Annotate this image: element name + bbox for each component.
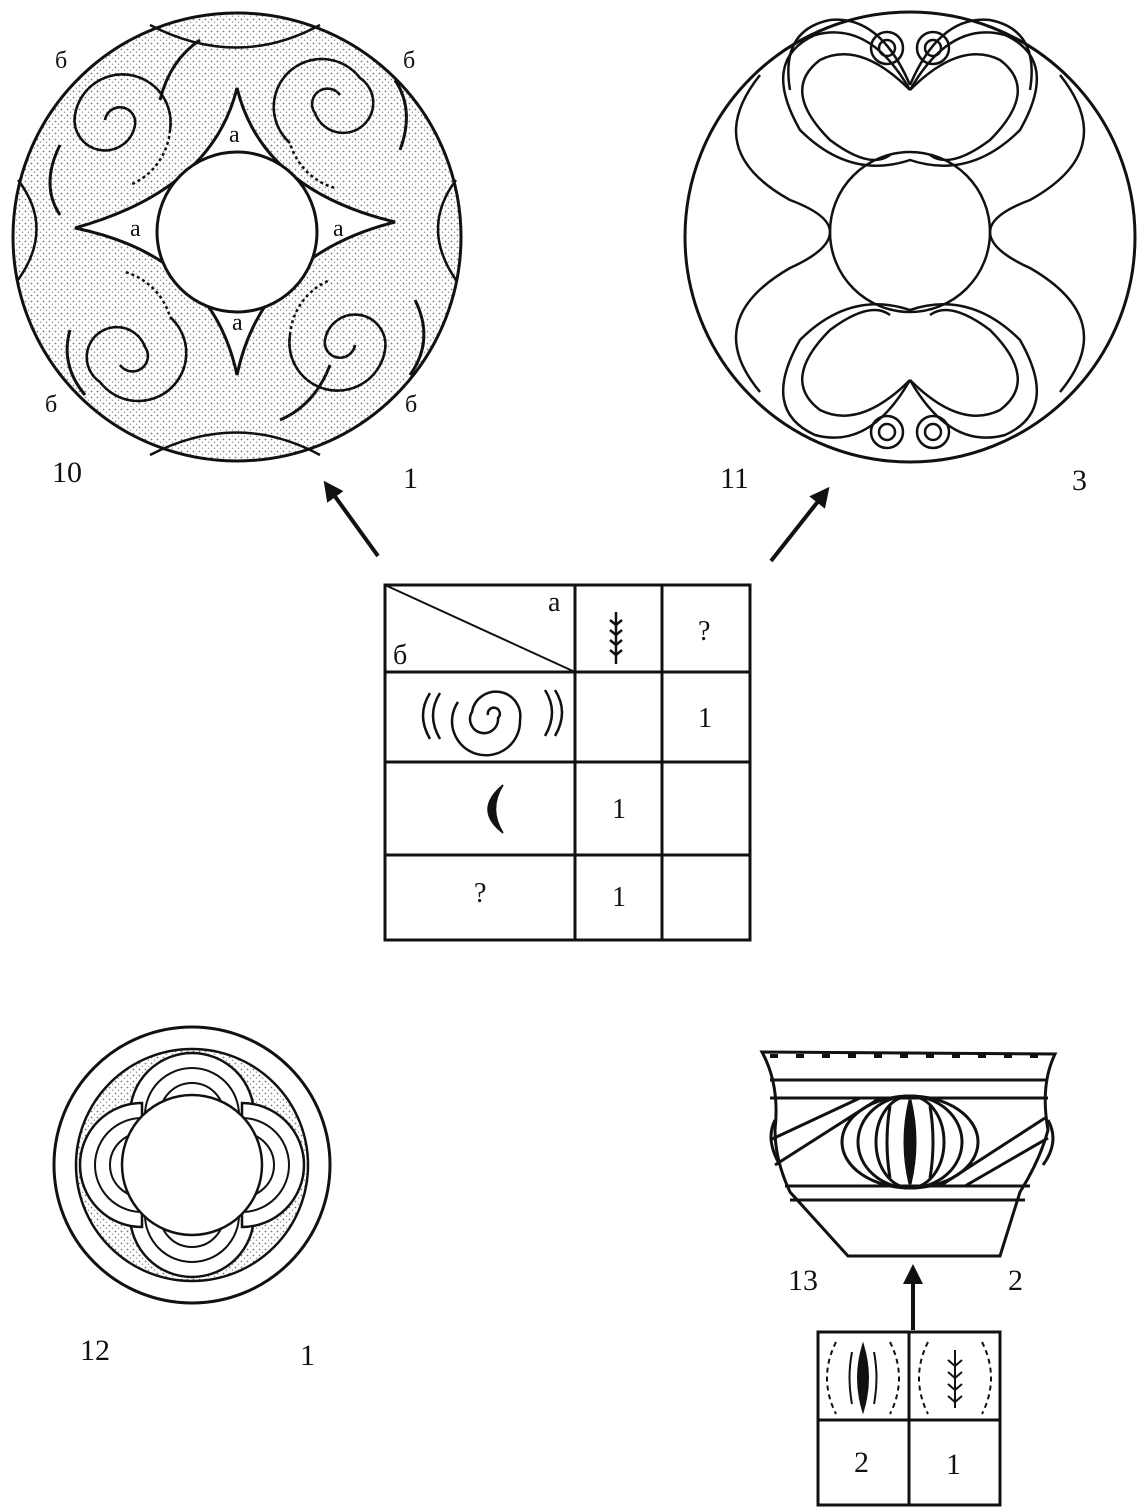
disc-10: а а а а б б б б [13, 13, 461, 461]
fig-12-index: 1 [300, 1339, 315, 1372]
table-header-b: б [393, 640, 407, 671]
main-table [385, 585, 750, 940]
vessel-13 [762, 1052, 1055, 1256]
disc-10-letter-b-bl: б [45, 392, 57, 418]
fig-11-number: 11 [720, 462, 749, 495]
fig-12-number: 12 [80, 1334, 110, 1367]
disc-10-letter-b-br: б [405, 392, 417, 418]
small-table [818, 1332, 1000, 1505]
herringbone-lens-icon [919, 1342, 991, 1414]
disc-11 [685, 12, 1135, 462]
spiral-motif-icon [423, 690, 562, 755]
small-table-right-value: 1 [946, 1448, 961, 1481]
arrow-up-right-icon [771, 490, 827, 561]
crescent-motif-icon [488, 785, 503, 833]
fig-13-index: 2 [1008, 1264, 1023, 1297]
fig-13-number: 13 [788, 1264, 818, 1297]
table-header-q: ? [698, 616, 710, 647]
disc-10-letter-a-top: а [229, 122, 240, 148]
disc-11-outline [685, 12, 1135, 462]
table-r1-c3: 1 [698, 703, 712, 734]
table-r3-c2: 1 [612, 882, 626, 913]
small-table-left-value: 2 [854, 1446, 869, 1479]
fig-11-index: 3 [1072, 464, 1087, 497]
herringbone-icon [610, 612, 622, 664]
fig-10-index: 1 [403, 462, 418, 495]
table-header-a: а [548, 587, 561, 618]
disc-12-center [122, 1095, 262, 1235]
table-r2-c2: 1 [612, 794, 626, 825]
disc-10-letter-a-left: а [130, 216, 141, 242]
disc-10-center [157, 152, 317, 312]
lens-motif-icon [827, 1342, 899, 1414]
disc-12 [54, 1027, 330, 1303]
disc-11-center [830, 152, 990, 312]
table-r3-label: ? [474, 878, 486, 909]
disc-10-letter-a-bottom: а [232, 310, 243, 336]
fig-10-number: 10 [52, 456, 82, 489]
disc-10-letter-b-tl: б [55, 48, 67, 74]
disc-10-letter-a-right: а [333, 216, 344, 242]
arrow-up-left-icon [326, 484, 378, 556]
disc-10-letter-b-tr: б [403, 48, 415, 74]
